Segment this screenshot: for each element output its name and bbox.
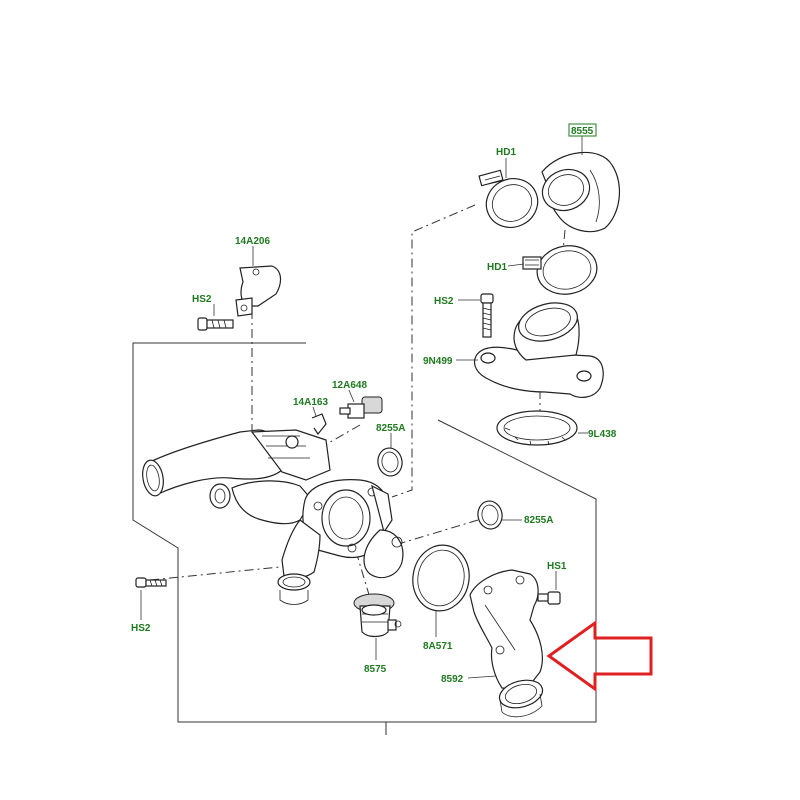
clamp-hd1-top <box>478 169 539 228</box>
label-hd1-top[interactable]: HD1 <box>496 147 516 158</box>
clip-14a163 <box>311 413 327 436</box>
label-8575[interactable]: 8575 <box>364 664 387 675</box>
label-14a206[interactable]: 14A206 <box>235 236 270 247</box>
label-hs2-top-right[interactable]: HS2 <box>434 296 454 307</box>
bracket-14a206 <box>235 265 282 317</box>
label-hs2-top-left[interactable]: HS2 <box>192 294 212 305</box>
label-8255a-upper[interactable]: 8255A <box>376 423 405 434</box>
bolt-hs2-top-right <box>480 293 494 338</box>
highlight-arrow-icon <box>546 620 653 692</box>
bolt-hs1 <box>537 591 561 605</box>
hose-8555 <box>541 151 620 233</box>
part-labels: 8555 HD1 HD1 HS2 9N499 9L438 14A206 HS2 … <box>131 123 617 685</box>
label-8255a-lower[interactable]: 8255A <box>524 515 553 526</box>
bolt-hs2-left <box>135 577 167 588</box>
sensor-12a648 <box>339 396 383 419</box>
label-8555[interactable]: 8555 <box>571 126 594 137</box>
thermostat-8575 <box>353 593 402 638</box>
label-8592[interactable]: 8592 <box>441 674 464 685</box>
label-8a571[interactable]: 8A571 <box>423 641 453 652</box>
label-14a163[interactable]: 14A163 <box>293 397 328 408</box>
gasket-8a571 <box>412 544 470 612</box>
label-9l438[interactable]: 9L438 <box>588 429 617 440</box>
label-hs1[interactable]: HS1 <box>547 561 567 572</box>
seal-8255a-upper <box>377 447 403 477</box>
leader-lines <box>140 136 588 679</box>
label-box-8555 <box>568 123 597 137</box>
seal-9l438 <box>496 410 578 446</box>
assembly-frame <box>132 342 597 735</box>
clamp-hd1-mid <box>522 245 598 295</box>
elbow-8592 <box>469 569 544 718</box>
label-hs2-left[interactable]: HS2 <box>131 623 151 634</box>
bolt-hs2-top-left <box>197 317 234 331</box>
label-9n499[interactable]: 9N499 <box>423 356 453 367</box>
label-hd1-mid[interactable]: HD1 <box>487 262 507 273</box>
seal-8255a-lower <box>477 500 503 530</box>
thermostat-housing-main <box>142 429 404 605</box>
outlet-9n499 <box>473 302 604 398</box>
label-12a648[interactable]: 12A648 <box>332 380 367 391</box>
